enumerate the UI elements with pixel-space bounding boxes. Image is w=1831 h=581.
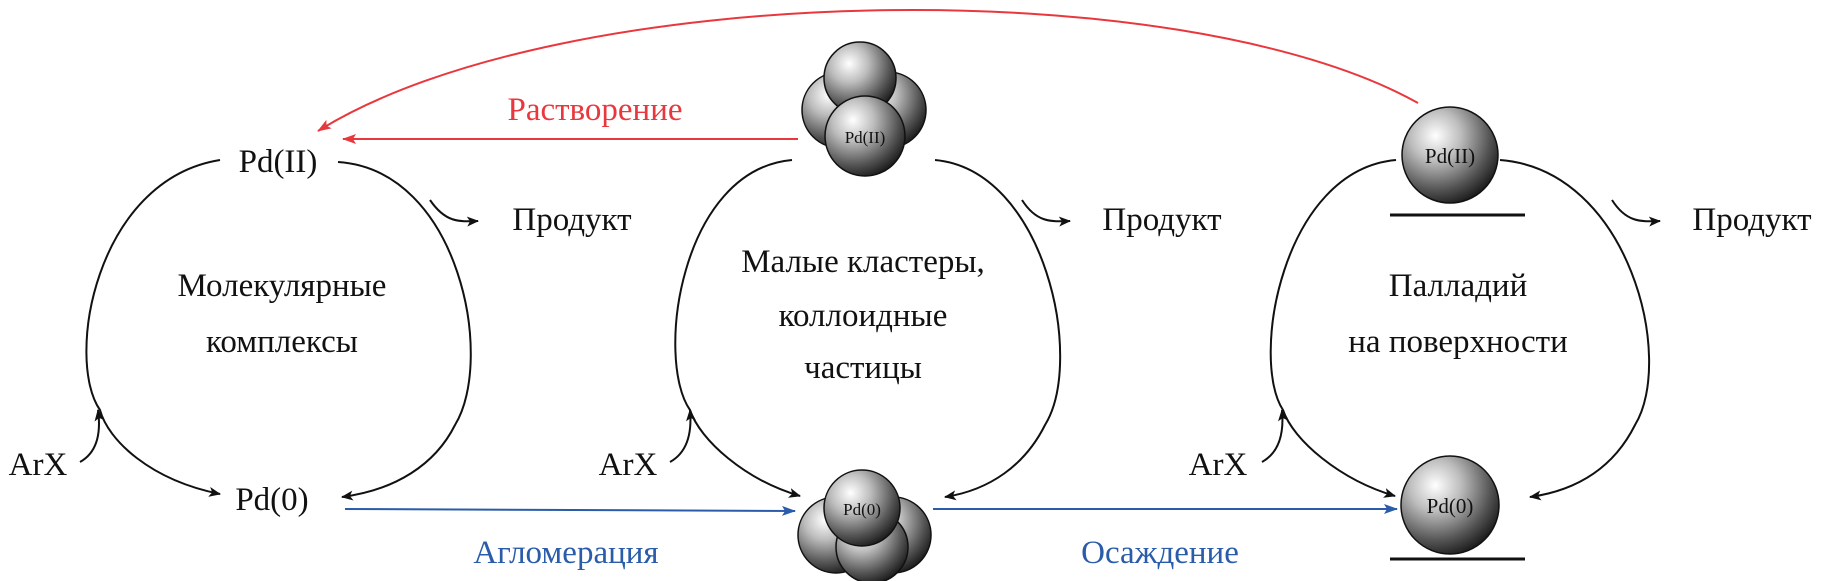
- middle-pd2-label: Pd(II): [845, 128, 886, 147]
- cluster-pd2-sphere-group: Pd(II): [801, 41, 927, 177]
- middle-arx-label: ArX: [599, 447, 658, 483]
- middle-product-arrow: [1021, 199, 1071, 227]
- left-pd2-label: Pd(II): [239, 144, 318, 180]
- left-arx-label: ArX: [9, 447, 68, 483]
- left-cycle-left-arc: [85, 159, 221, 497]
- surface-pd0-sphere-group: Pd(0): [1390, 455, 1525, 561]
- cluster-pd0-sphere-group: Pd(0): [797, 469, 932, 581]
- right-product-arrow: [1611, 199, 1661, 227]
- right-product-label: Продукт: [1692, 202, 1811, 238]
- cycle-surface-palladium: Палладий на поверхности ArX Продукт Pd(I…: [1189, 106, 1812, 561]
- agglomeration-arrow: [344, 505, 796, 516]
- right-cycle-left-arc: [1269, 159, 1397, 498]
- right-arx-label: ArX: [1189, 447, 1248, 483]
- left-center-line2: комплексы: [206, 324, 358, 360]
- middle-product-label: Продукт: [1102, 202, 1221, 238]
- red-leaching-arc: [317, 9, 1419, 132]
- left-cycle-right-arc: [337, 161, 472, 501]
- right-cycle-right-arc: [1499, 159, 1651, 501]
- right-pd0-label: Pd(0): [1427, 494, 1474, 518]
- dissolution-label: Растворение: [507, 92, 682, 128]
- deposition-label: Осаждение: [1081, 535, 1239, 571]
- middle-cycle-left-arc: [674, 159, 801, 498]
- left-center-line1: Молекулярные: [178, 268, 387, 304]
- right-arx-arrow: [1261, 409, 1288, 463]
- right-center-line1: Палладий: [1389, 268, 1527, 304]
- agglomeration-label: Агломерация: [473, 535, 658, 571]
- middle-cycle-right-arc: [934, 159, 1062, 501]
- middle-center-line3: частицы: [804, 350, 922, 386]
- right-center-line2: на поверхности: [1348, 324, 1567, 360]
- middle-arx-arrow: [669, 409, 696, 463]
- left-product-label: Продукт: [512, 202, 631, 238]
- middle-center-line1: Малые кластеры,: [741, 244, 985, 280]
- right-pd2-label: Pd(II): [1425, 144, 1475, 168]
- left-product-arrow: [429, 199, 479, 227]
- middle-center-line2: коллоидные: [779, 298, 948, 334]
- cycle-molecular-complexes: Pd(II) Pd(0) Молекулярные комплексы ArX …: [9, 144, 632, 518]
- surface-pd2-sphere-group: Pd(II): [1390, 106, 1525, 217]
- cycle-clusters-colloids: Малые кластеры, коллоидные частицы ArX П…: [599, 41, 1222, 581]
- left-arx-arrow: [79, 409, 105, 463]
- left-pd0-label: Pd(0): [235, 482, 308, 518]
- middle-pd0-label: Pd(0): [843, 500, 881, 519]
